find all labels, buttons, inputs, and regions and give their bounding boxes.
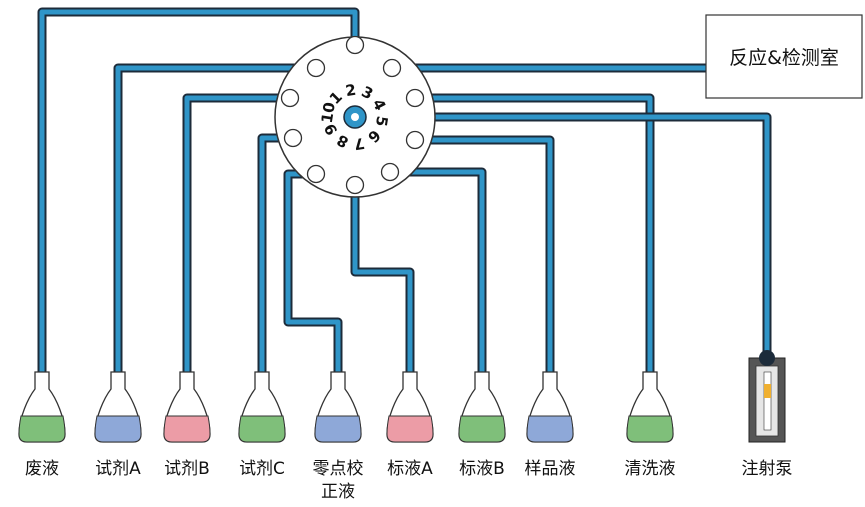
syringe-pump-label: 注射泵 [742, 459, 793, 479]
tube-sample [412, 137, 553, 375]
valve-port [306, 58, 326, 78]
valve-port [405, 88, 425, 108]
bottle-label: 试剂C [239, 459, 285, 479]
valve-port [345, 35, 365, 55]
bottle [18, 371, 66, 443]
bottle-liquid [526, 415, 574, 443]
valve-port-number: 2 [344, 81, 357, 100]
tube-standard-b [387, 169, 485, 375]
bottle [626, 371, 674, 443]
tube-reagent-a [115, 65, 319, 375]
bottle-row [18, 371, 674, 443]
bottle-liquid [238, 415, 286, 443]
syringe-plunger [763, 371, 772, 431]
bottle-liquid [626, 415, 674, 443]
tube-zero-cal-outline [283, 169, 343, 377]
syringe-pump: 注射泵 [742, 350, 793, 479]
bottle-liquid [18, 415, 66, 443]
tube-zero-cal [285, 171, 341, 375]
bottle [238, 371, 286, 443]
tubing-layer [37, 7, 772, 377]
bottle-label: 清洗液 [625, 459, 676, 479]
bottle-label: 零点校 [313, 459, 364, 479]
valve-port [380, 162, 400, 182]
bottle-liquid [458, 415, 506, 443]
bottle-label: 标液B [459, 459, 505, 479]
syringe-port [759, 350, 775, 366]
tube-reagent-b [184, 95, 293, 375]
valve-port-number: 7 [353, 134, 366, 153]
bottle-label: 试剂A [95, 459, 141, 479]
valve-center-hole [351, 113, 359, 121]
tube-standard-a [352, 182, 413, 375]
valve-ports [280, 35, 425, 195]
bottle-label: 试剂B [164, 459, 210, 479]
bottle-liquid [386, 415, 434, 443]
tube-pump [363, 114, 770, 355]
bottle-liquid [94, 415, 142, 443]
bottle [386, 371, 434, 443]
bottle-liquid [163, 415, 211, 443]
bottle-label: 废液 [25, 459, 59, 479]
valve-port [283, 128, 303, 148]
bottle-label: 标液A [387, 459, 433, 479]
valve-port-number: 5 [372, 115, 391, 128]
reaction-chamber: 反应&检测室 [705, 14, 863, 99]
tube-waste [39, 9, 358, 375]
valve-port [306, 164, 326, 184]
tube-standard-a-outline [350, 180, 415, 377]
bottle [314, 371, 362, 443]
tube-cleaning [412, 95, 653, 375]
valve-port [382, 58, 402, 78]
valve-port [280, 88, 300, 108]
bottle-liquid [314, 415, 362, 443]
bottle [163, 371, 211, 443]
bottle [458, 371, 506, 443]
valve-port-number: 10 [318, 101, 339, 124]
reaction-chamber-label: 反应&检测室 [729, 47, 839, 69]
valve-port [345, 175, 365, 195]
valve-port [405, 130, 425, 150]
bottle-label-line2: 正液 [321, 482, 355, 502]
syringe-liquid [764, 384, 771, 398]
bottle [94, 371, 142, 443]
bottle [526, 371, 574, 443]
bottle-label: 样品液 [525, 459, 576, 479]
